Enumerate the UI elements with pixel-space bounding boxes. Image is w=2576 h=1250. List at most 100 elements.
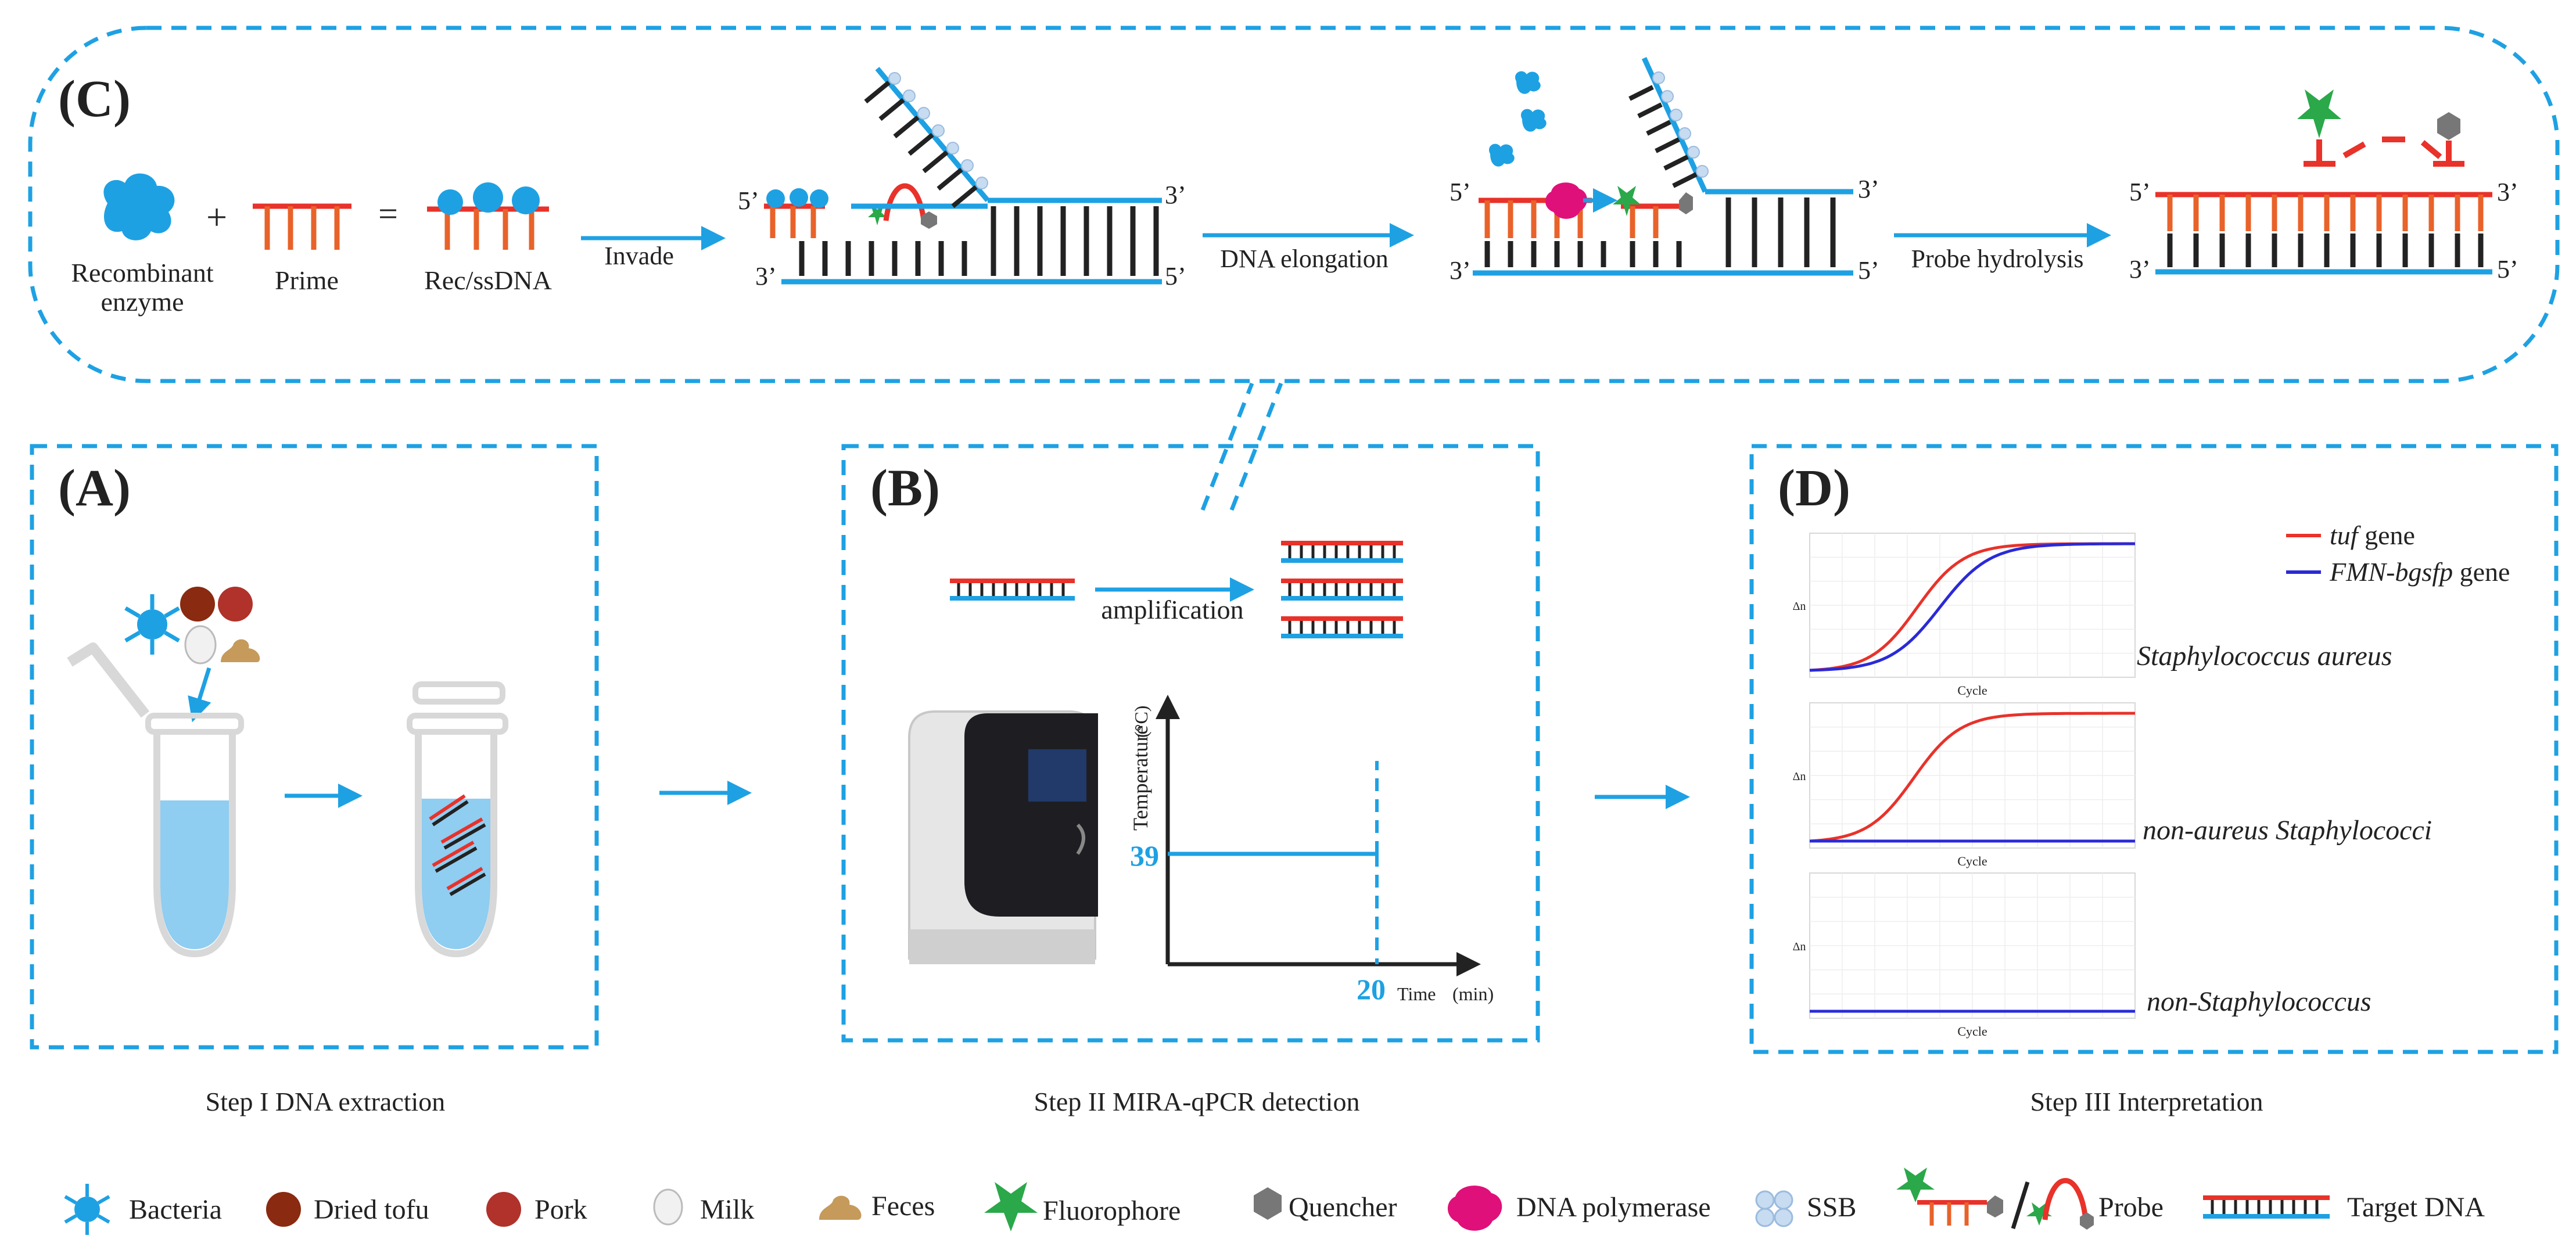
end-3-a: 3’ (755, 262, 777, 290)
dna-polymerase-icon (1447, 1186, 1502, 1231)
plot2-curve (1809, 712, 2135, 843)
legend-quencher: Quencher (1289, 1192, 1397, 1223)
end-5-c: 5’ (1450, 178, 1471, 206)
plot3-x-label: Cycle (1957, 1024, 1987, 1039)
panel-c: (C) Recombinant enzyme + Prime = Rec/ssD… (28, 26, 2560, 383)
end-5-a: 5’ (738, 186, 759, 215)
target-dna-icon (2203, 1195, 2330, 1219)
legend-feces-icon (819, 1195, 862, 1220)
plot1-label: Staphylococcus aureus (2137, 641, 2392, 671)
legend-dna-polymerase: DNA polymerase (1516, 1192, 1711, 1223)
elongation-label: DNA elongation (1220, 245, 1389, 273)
legend-dried-tofu-icon (266, 1192, 301, 1227)
amplified-dna (1281, 541, 1403, 638)
step2-caption: Step II MIRA-qPCR detection (1034, 1087, 1360, 1116)
feces-icon (221, 639, 260, 662)
plot2-chart: Cycle Δn (1793, 702, 2136, 868)
panel-d-border (1749, 444, 2559, 1054)
plot1-x-label: Cycle (1957, 683, 1987, 698)
recombinant-enzyme-label-2: enzyme (101, 287, 184, 317)
pork-icon (218, 587, 253, 622)
temperature-value: 39 (1130, 839, 1159, 872)
invade-label: Invade (604, 242, 674, 270)
temperature-profile-chart: Temperature (°C) 39 20 Time (min) (1129, 695, 1494, 1005)
plot2-y-label: Δn (1793, 770, 1806, 783)
rec-ssdna-icon (427, 182, 549, 250)
invasion-complex (764, 67, 1162, 285)
legend-bacteria-icon (64, 1184, 110, 1235)
time-value: 20 (1357, 973, 1386, 1005)
hydrolysis-label: Probe hydrolysis (1911, 245, 2084, 273)
elongation-complex (1473, 57, 1853, 276)
qpcr-instrument-icon (908, 710, 1098, 964)
panel-b: (B) amplification (841, 444, 1540, 1043)
rec-ssdna-label: Rec/ssDNA (424, 265, 552, 295)
legend-pork-icon (486, 1192, 521, 1227)
milk-icon (184, 625, 217, 664)
legend-milk: Milk (700, 1194, 754, 1225)
step1-caption: Step I DNA extraction (206, 1087, 446, 1116)
quencher-icon (1254, 1187, 1282, 1220)
panel-c-label: (C) (58, 70, 131, 128)
bacteria-icon (124, 594, 180, 655)
amplification-label: amplification (1101, 595, 1243, 624)
legend-milk-icon (653, 1188, 683, 1226)
legend-ssb: SSB (1807, 1192, 1856, 1223)
recombinant-enzyme-icon (103, 173, 175, 240)
end-5-f: 5’ (2497, 255, 2518, 283)
x-axis-label: Time (1397, 983, 1436, 1004)
panel-b-label: (B) (870, 459, 940, 517)
end-3-b: 3’ (1165, 181, 1186, 209)
step3-caption: Step III Interpretation (2030, 1087, 2263, 1116)
equals-sign: = (378, 195, 398, 233)
plot1-curve (1809, 542, 2135, 672)
legend-probe: Probe (2098, 1192, 2164, 1223)
panel-c-border (28, 26, 2560, 383)
end-3-f: 3’ (2497, 178, 2518, 206)
tube-open (67, 642, 244, 958)
plus-sign: + (206, 196, 227, 238)
panel-d: (D) tuf gene FMN-bgsfp gene CycleΔnCycle… (1749, 444, 2559, 1054)
recombinant-enzyme-label-1: Recombinant (71, 258, 213, 288)
legend-fluorophore: Fluorophore (1043, 1195, 1181, 1226)
y-axis-label: Temperature (1129, 725, 1152, 831)
plot3-chart: Cycle Δn (1793, 872, 2136, 1039)
template-dna (950, 579, 1075, 601)
probe-icon (1896, 1168, 2094, 1230)
end-3-c: 3’ (1450, 256, 1471, 285)
panel-a-border (30, 444, 599, 1050)
y-axis-unit: (°C) (1131, 706, 1151, 738)
plot3-label: non-Staphylococcus (2147, 986, 2372, 1017)
end-5-b: 5’ (1165, 262, 1186, 290)
plot2-label: non-aureus Staphylococci (2143, 815, 2432, 846)
end-3-d: 3’ (1858, 175, 1879, 203)
tube-closed (407, 681, 508, 958)
plot1-y-label: Δn (1793, 600, 1806, 613)
plot3-y-label: Δn (1793, 940, 1806, 953)
x-axis-unit: (min) (1452, 983, 1494, 1004)
dried-tofu-icon (180, 587, 215, 622)
panel-connector (1200, 382, 1283, 511)
fluorophore-icon (984, 1182, 1038, 1231)
plot2-x-label: Cycle (1957, 854, 1987, 868)
legend-fmn: FMN-bgsfp gene (2329, 557, 2510, 587)
final-duplex (2155, 89, 2492, 275)
end-5-d: 5’ (1858, 256, 1879, 285)
legend-pork: Pork (534, 1194, 587, 1225)
end-5-e: 5’ (2129, 178, 2151, 206)
ssb-icon (1755, 1190, 1793, 1227)
legend-bar: Bacteria Dried tofu Pork Milk Feces Fluo… (64, 1168, 2485, 1235)
plot1-chart: Cycle Δn (1793, 533, 2136, 698)
primer-icon (253, 203, 351, 250)
legend-tuf: tuf gene (2330, 520, 2415, 550)
panel-d-label: (D) (1778, 459, 1850, 517)
panel-b-border (841, 444, 1540, 1043)
panel-a-label: (A) (58, 459, 131, 517)
legend-feces: Feces (871, 1191, 935, 1222)
legend-bacteria: Bacteria (129, 1194, 222, 1225)
legend-dried-tofu: Dried tofu (314, 1194, 429, 1225)
panel-a: (A) (30, 444, 599, 1050)
legend-target-dna: Target DNA (2347, 1192, 2485, 1223)
prime-label: Prime (275, 265, 339, 295)
